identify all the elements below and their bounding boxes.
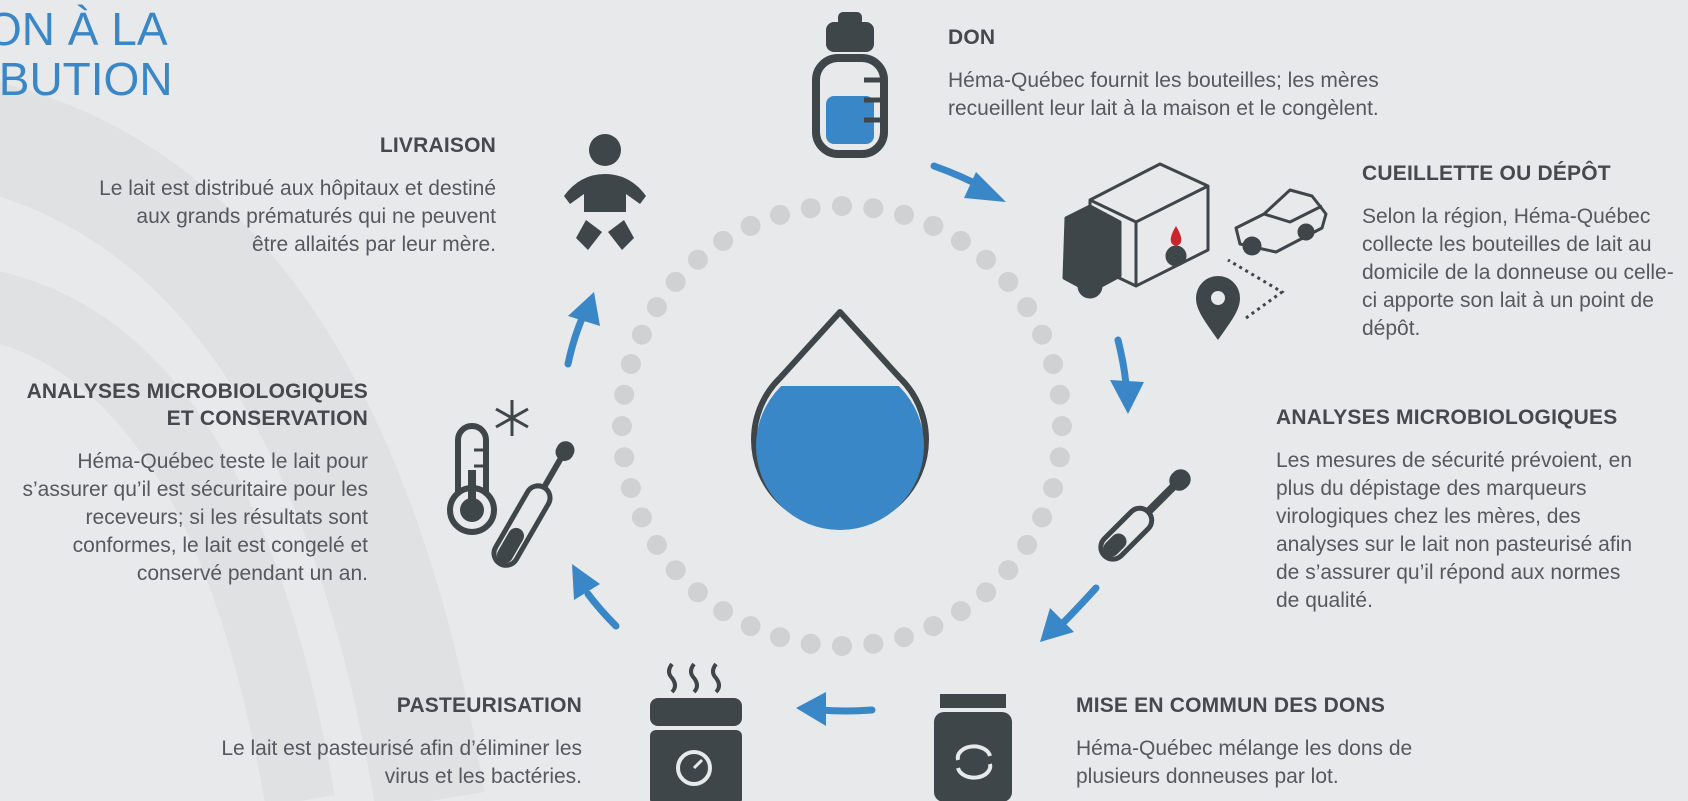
dropper-icon bbox=[1098, 469, 1191, 562]
ring-dot bbox=[620, 354, 641, 374]
ring-dot bbox=[923, 215, 944, 236]
baby-icon bbox=[564, 134, 646, 250]
heading-line-1: ANALYSES MICROBIOLOGIQUES bbox=[26, 380, 368, 403]
ring-dot bbox=[998, 560, 1019, 581]
ring-dot bbox=[1017, 297, 1038, 318]
ring-dot bbox=[1043, 354, 1064, 374]
ring-dot bbox=[713, 601, 734, 622]
ring-dot bbox=[665, 271, 686, 292]
step-analyses-conservation: ANALYSES MICROBIOLOGIQUES ET CONSERVATION… bbox=[0, 378, 368, 588]
step-text: Selon la région, Héma-Québec collecte le… bbox=[1362, 205, 1674, 340]
ring-dot bbox=[687, 249, 708, 270]
step-cueillette: CUEILLETTE OU DÉPÔT Selon la région, Hém… bbox=[1362, 160, 1682, 343]
dotted-ring bbox=[612, 196, 1072, 656]
ring-dot bbox=[1032, 324, 1053, 345]
thermometer-icon bbox=[447, 423, 497, 535]
step-text: Héma-Québec fournit les bouteilles; les … bbox=[948, 69, 1379, 120]
ring-dot bbox=[770, 204, 790, 225]
step-text: Le lait est distribué aux hôpitaux et de… bbox=[99, 177, 496, 256]
step-mise-en-commun: MISE EN COMMUN DES DONS Héma-Québec méla… bbox=[1076, 692, 1496, 791]
step-analyses: ANALYSES MICROBIOLOGIQUES Les mesures de… bbox=[1276, 404, 1638, 615]
step-text: Les mesures de sécurité prévoient, en pl… bbox=[1276, 449, 1633, 612]
ring-dot bbox=[998, 271, 1019, 292]
step-text: Le lait est pasteurisé afin d’éliminer l… bbox=[221, 737, 582, 788]
ring-dot bbox=[631, 324, 652, 345]
snowflake-icon bbox=[495, 400, 529, 436]
arrow-cueillette-to-analyses bbox=[1110, 336, 1144, 414]
ring-dot bbox=[1043, 478, 1064, 498]
ring-dot bbox=[863, 198, 884, 219]
ring-dot bbox=[923, 616, 944, 637]
step-pasteurisation: PASTEURISATION Le lait est pasteurisé af… bbox=[200, 692, 582, 791]
ring-dot bbox=[631, 507, 652, 528]
ring-dot bbox=[894, 204, 914, 225]
title-line-2: IBUTION bbox=[0, 53, 173, 105]
ring-dot bbox=[620, 478, 641, 498]
delivery-truck-icon bbox=[1062, 162, 1210, 299]
step-text: Héma-Québec mélange les dons de plusieur… bbox=[1076, 737, 1413, 788]
ring-dot bbox=[646, 534, 667, 555]
ring-dot bbox=[740, 616, 761, 637]
ring-dot bbox=[976, 582, 997, 603]
location-pin-icon bbox=[1196, 258, 1285, 340]
step-text: Héma-Québec teste le lait pour s’assurer… bbox=[22, 450, 368, 585]
title-line-1: ON À LA bbox=[0, 3, 168, 55]
ring-dot bbox=[614, 384, 635, 405]
ring-dot bbox=[950, 230, 971, 251]
ring-dot bbox=[740, 215, 761, 236]
step-heading: ANALYSES MICROBIOLOGIQUES ET CONSERVATION bbox=[0, 378, 368, 432]
ring-dot bbox=[770, 627, 790, 648]
step-heading: CUEILLETTE OU DÉPÔT bbox=[1362, 162, 1611, 185]
step-heading: PASTEURISATION bbox=[396, 694, 582, 717]
ring-dot bbox=[832, 636, 852, 656]
arrow-analyses-to-mise bbox=[1040, 584, 1100, 642]
step-heading: MISE EN COMMUN DES DONS bbox=[1076, 694, 1386, 717]
ring-dot bbox=[894, 627, 914, 648]
heading-line-2: ET CONSERVATION bbox=[166, 407, 368, 430]
arrow-conservation-to-livraison bbox=[564, 292, 600, 368]
pasteurizer-icon bbox=[650, 662, 742, 801]
step-heading: LIVRAISON bbox=[379, 134, 496, 157]
step-heading: DON bbox=[948, 26, 996, 49]
ring-dot bbox=[646, 297, 667, 318]
ring-dot bbox=[863, 633, 884, 654]
ring-dot bbox=[800, 633, 821, 654]
dropper-tube-icon bbox=[491, 441, 575, 568]
ring-dot bbox=[976, 249, 997, 270]
arrow-mise-to-pasteurisation bbox=[796, 692, 876, 726]
step-livraison: LIVRAISON Le lait est distribué aux hôpi… bbox=[96, 132, 496, 259]
milk-drop-icon bbox=[751, 309, 929, 530]
jar-icon bbox=[934, 694, 1012, 801]
ring-dot bbox=[832, 196, 852, 216]
ring-dot bbox=[1017, 534, 1038, 555]
step-heading: ANALYSES MICROBIOLOGIQUES bbox=[1276, 406, 1618, 429]
ring-dot bbox=[614, 447, 635, 468]
step-don: DON Héma-Québec fournit les bouteilles; … bbox=[948, 24, 1468, 123]
ring-dot bbox=[950, 601, 971, 622]
ring-dot bbox=[1049, 447, 1070, 468]
cycle-arrows bbox=[564, 162, 1144, 726]
baby-bottle-icon bbox=[812, 12, 888, 158]
ring-dot bbox=[687, 582, 708, 603]
ring-dot bbox=[800, 198, 821, 219]
arrow-pasteurisation-to-conservation bbox=[572, 564, 620, 630]
ring-dot bbox=[713, 230, 734, 251]
car-icon bbox=[1234, 188, 1328, 256]
ring-dot bbox=[1052, 416, 1072, 436]
ring-dot bbox=[665, 560, 686, 581]
ring-dot bbox=[612, 416, 632, 436]
ring-dot bbox=[1032, 507, 1053, 528]
ring-dot bbox=[1049, 384, 1070, 405]
arrow-don-to-cueillette bbox=[930, 162, 1006, 202]
